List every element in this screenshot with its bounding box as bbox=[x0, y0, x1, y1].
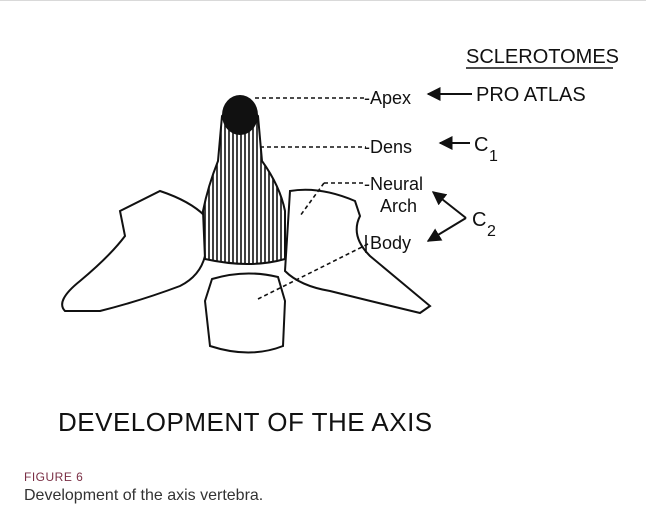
dens-label: -Dens bbox=[364, 137, 412, 157]
apex-label: -Apex bbox=[364, 88, 411, 108]
sclerotomes-header: SCLEROTOMES bbox=[466, 46, 619, 68]
figure-frame: SCLEROTOMES -Apex PRO ATLAS -Dens C 1 -N… bbox=[0, 0, 646, 460]
figure-caption: Development of the axis vertebra. bbox=[24, 487, 263, 505]
neural-label: -Neural bbox=[364, 174, 423, 194]
body-label: Body bbox=[370, 233, 411, 253]
arch-label: Arch bbox=[380, 196, 417, 216]
c2-label: C bbox=[472, 209, 486, 231]
c2-arrow-neural bbox=[433, 192, 466, 218]
axis-development-diagram: SCLEROTOMES -Apex PRO ATLAS -Dens C 1 -N… bbox=[0, 1, 646, 461]
c2-subscript: 2 bbox=[487, 223, 496, 240]
development-title: DEVELOPMENT OF THE AXIS bbox=[58, 407, 433, 437]
c1-label: C bbox=[474, 134, 488, 156]
c2-arrow-body bbox=[428, 218, 466, 241]
vertebral-body bbox=[205, 273, 285, 352]
left-lateral-mass bbox=[62, 191, 205, 311]
figure-number: FIGURE 6 bbox=[24, 470, 83, 484]
pro-atlas-label: PRO ATLAS bbox=[476, 84, 586, 106]
apex bbox=[222, 95, 258, 135]
c1-subscript: 1 bbox=[489, 148, 498, 165]
